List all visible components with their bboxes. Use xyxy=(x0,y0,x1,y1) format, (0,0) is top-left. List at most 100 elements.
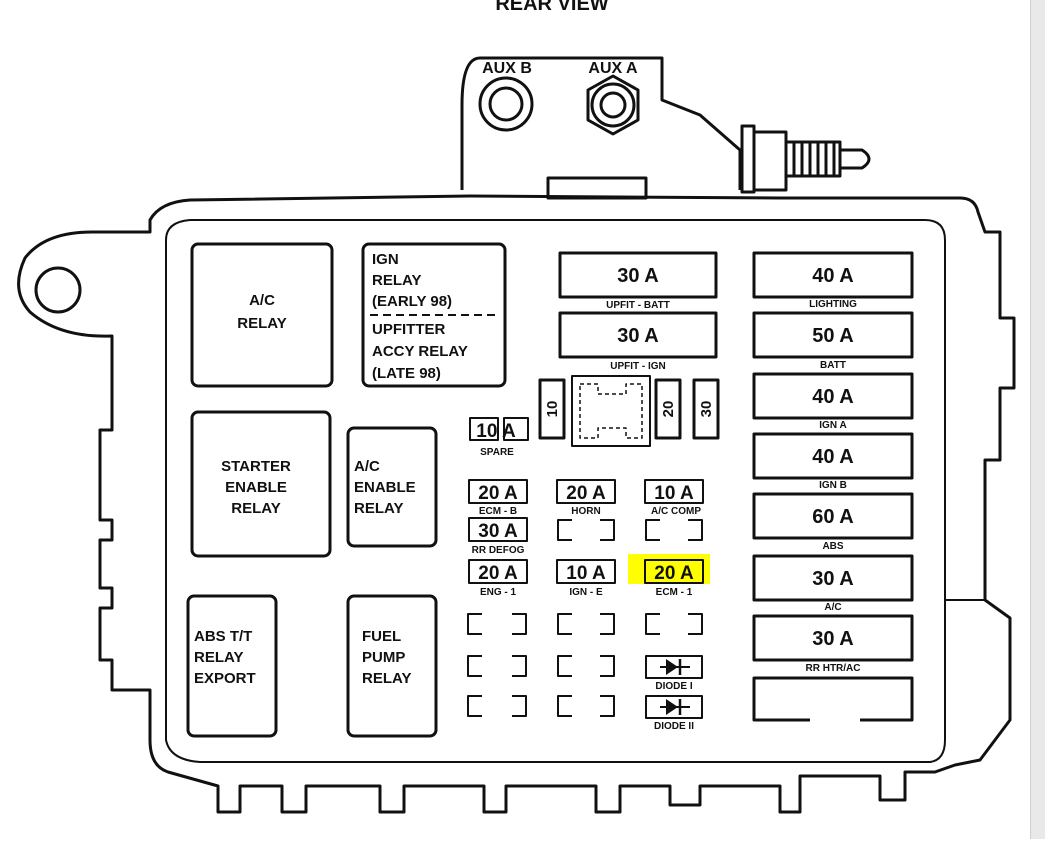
fuse-rr-htr-ac-label: RR HTR/AC xyxy=(806,663,861,674)
side-bolt xyxy=(740,124,871,194)
fuse-ac-label: A/C xyxy=(824,602,841,613)
slot-empty-r4c3[interactable] xyxy=(645,613,703,635)
mounting-hole xyxy=(34,266,82,314)
spare-slot-10-label: 10 xyxy=(544,401,561,418)
fuse-upfit-batt-value: 30 A xyxy=(617,265,659,287)
aux-b-post[interactable] xyxy=(478,76,534,132)
fuse-spare-label: SPARE xyxy=(480,447,514,458)
ign-relay-line-5: ACCY RELAY xyxy=(372,343,468,360)
fuse-upfit-batt-label: UPFIT - BATT xyxy=(606,300,670,311)
starter-relay-line-3: RELAY xyxy=(231,500,280,517)
ac-relay[interactable]: A/C RELAY xyxy=(190,242,334,388)
fuse-upfit-batt[interactable]: 30 A UPFIT - BATT xyxy=(558,251,718,311)
fuse-ac-comp-label: A/C COMP xyxy=(651,506,701,517)
slot-empty-r2c3[interactable] xyxy=(645,519,703,541)
starter-enable-relay[interactable]: STARTER ENABLE RELAY xyxy=(190,410,332,558)
spare-slot-cluster xyxy=(571,375,651,447)
fuse-upfit-ign-value: 30 A xyxy=(617,325,659,347)
fuse-batt-value: 50 A xyxy=(812,325,854,347)
fuse-ign-b[interactable]: 40 A IGN B xyxy=(752,432,914,491)
diode-1[interactable]: DIODE I xyxy=(645,655,703,692)
fuse-ecm-1[interactable]: 20 A ECM - 1 xyxy=(628,554,710,598)
fuse-box-housing xyxy=(17,194,1016,814)
ign-upfitter-relay[interactable]: IGN RELAY (EARLY 98) UPFITTER ACCY RELAY… xyxy=(361,242,507,388)
fuse-rr-htr-ac[interactable]: 30 A RR HTR/AC xyxy=(752,614,914,674)
fuse-ecm-1-value: 20 A xyxy=(654,563,694,584)
fuse-lighting-label: LIGHTING xyxy=(809,299,857,310)
ign-relay-line-3: (EARLY 98) xyxy=(372,293,452,310)
fuse-rr-defog-value: 30 A xyxy=(478,521,518,542)
abs-relay-line-1: ABS T/T xyxy=(194,628,252,645)
fuse-spare[interactable]: 10 A SPARE xyxy=(469,417,529,458)
spare-slot-30[interactable]: 30 xyxy=(692,378,720,440)
fuse-eng-1[interactable]: 20 A ENG - 1 xyxy=(468,559,528,598)
slot-empty-r4c2[interactable] xyxy=(557,613,615,635)
fuse-abs-label: ABS xyxy=(822,541,843,552)
fuse-rr-defog[interactable]: 30 A RR DEFOG xyxy=(468,517,528,556)
fuse-ac-value: 30 A xyxy=(812,568,854,590)
fuel-relay-line-1: FUEL xyxy=(362,628,401,645)
fuse-ac[interactable]: 30 A A/C xyxy=(752,554,914,613)
ign-relay-line-1: IGN xyxy=(372,251,399,268)
diagram-title: REAR VIEW xyxy=(495,0,608,15)
fuse-lighting-value: 40 A xyxy=(812,265,854,287)
fuse-ign-b-label: IGN B xyxy=(819,480,847,491)
spare-slot-30-label: 30 xyxy=(698,401,715,418)
fuse-batt-label: BATT xyxy=(820,360,846,371)
aux-b-label: AUX B xyxy=(482,60,532,77)
diode-1-label: DIODE I xyxy=(655,681,692,692)
fuse-upfit-ign[interactable]: 30 A UPFIT - IGN xyxy=(558,311,718,372)
aux-a-post[interactable] xyxy=(586,74,640,136)
fuse-ecm-1-label: ECM - 1 xyxy=(656,587,693,598)
fuse-lighting[interactable]: 40 A LIGHTING xyxy=(752,251,914,310)
abs-relay-line-2: RELAY xyxy=(194,649,243,666)
fuel-pump-relay[interactable]: FUEL PUMP RELAY xyxy=(346,594,438,738)
slot-empty-r6c2[interactable] xyxy=(557,695,615,717)
fuse-ign-a-label: IGN A xyxy=(819,420,846,431)
fuse-ecm-b-label: ECM - B xyxy=(479,506,517,517)
fuse-ecm-b[interactable]: 20 A ECM - B xyxy=(468,479,528,517)
aux-bracket xyxy=(460,56,742,190)
fuse-batt[interactable]: 50 A BATT xyxy=(752,311,914,371)
fuse-ac-comp[interactable]: 10 A A/C COMP xyxy=(644,479,704,517)
starter-relay-line-2: ENABLE xyxy=(225,479,287,496)
aux-a-label: AUX A xyxy=(588,60,638,77)
ac-enable-line-1: A/C xyxy=(354,458,380,475)
abs-relay-line-3: EXPORT xyxy=(194,670,256,687)
spare-slot-10[interactable]: 10 xyxy=(538,378,566,440)
ign-relay-line-2: RELAY xyxy=(372,272,421,289)
ac-enable-line-2: ENABLE xyxy=(354,479,416,496)
slot-empty-r4c1[interactable] xyxy=(467,613,527,635)
spare-slot-20[interactable]: 20 xyxy=(654,378,682,440)
fuse-ecm-b-value: 20 A xyxy=(478,483,518,504)
fuse-upfit-ign-label: UPFIT - IGN xyxy=(610,361,666,372)
ac-enable-relay[interactable]: A/C ENABLE RELAY xyxy=(346,426,438,548)
fuse-ign-e[interactable]: 10 A IGN - E xyxy=(556,559,616,598)
fuse-abs-value: 60 A xyxy=(812,506,854,528)
slot-empty-r5c2[interactable] xyxy=(557,655,615,677)
ign-relay-line-4: UPFITTER xyxy=(372,321,445,338)
fuse-ign-a[interactable]: 40 A IGN A xyxy=(752,372,914,431)
fuse-horn-value: 20 A xyxy=(566,483,606,504)
diode-2[interactable]: DIODE II xyxy=(645,695,703,732)
fuse-horn[interactable]: 20 A HORN xyxy=(556,479,616,517)
slot-empty-r6c1[interactable] xyxy=(467,695,527,717)
fuse-ign-a-value: 40 A xyxy=(812,386,854,408)
starter-relay-line-1: STARTER xyxy=(221,458,291,475)
spare-slot-20-label: 20 xyxy=(660,401,677,418)
fuse-ac-comp-value: 10 A xyxy=(654,483,694,504)
fuse-empty-bottom[interactable] xyxy=(752,676,914,722)
fuse-abs[interactable]: 60 A ABS xyxy=(752,492,914,552)
ac-relay-line-1: A/C xyxy=(249,292,275,309)
ac-relay-line-2: RELAY xyxy=(237,315,286,332)
slot-empty-r2c2[interactable] xyxy=(557,519,615,541)
ac-enable-line-3: RELAY xyxy=(354,500,403,517)
slot-empty-r5c1[interactable] xyxy=(467,655,527,677)
fuse-horn-label: HORN xyxy=(571,506,600,517)
abs-tt-relay[interactable]: ABS T/T RELAY EXPORT xyxy=(186,594,278,738)
diode-2-label: DIODE II xyxy=(654,721,694,732)
inner-wall xyxy=(165,219,946,763)
fuse-spare-value: 10 A xyxy=(476,421,516,442)
